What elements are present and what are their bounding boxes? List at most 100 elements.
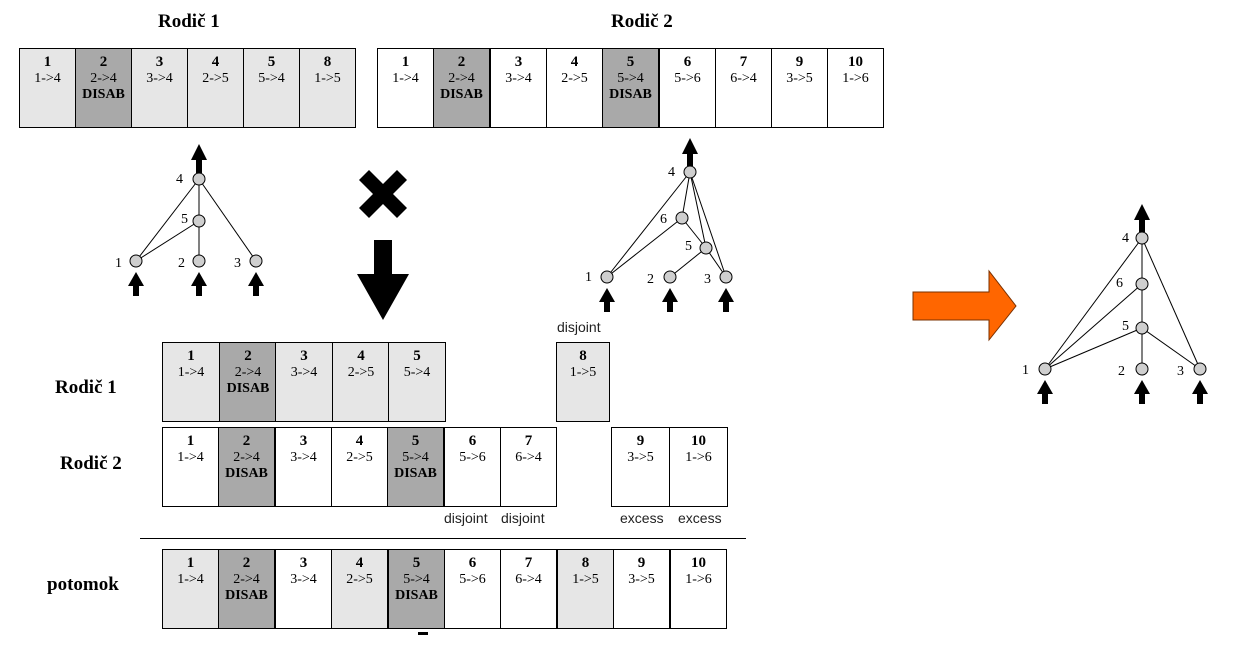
gene-connection: 2->4 <box>90 71 117 86</box>
gene-innovation: 8 <box>579 348 587 364</box>
gene-connection: 1->4 <box>392 71 419 86</box>
divider <box>140 538 746 539</box>
node-label: 1 <box>115 256 122 271</box>
gene-innovation: 2 <box>457 54 466 70</box>
gene-connection: 2->4 <box>233 450 260 465</box>
gene-connection: 5->4 <box>258 71 285 86</box>
right-arrow-icon <box>912 269 1017 342</box>
aligned-parent1-label: Rodič 1 <box>55 377 117 398</box>
gene-innovation: 1 <box>401 54 410 70</box>
down-arrow-icon <box>357 240 409 320</box>
gene-connection: 5->4 <box>617 71 644 86</box>
gene-connection: 2->5 <box>346 450 373 465</box>
gene-connection: 1->5 <box>569 365 597 380</box>
gene-connection: 3->4 <box>290 450 317 465</box>
gene-innovation: 6 <box>468 433 477 449</box>
gene-connection: 2->4 <box>234 365 262 380</box>
gene-connection: 5->4 <box>403 572 430 587</box>
gene-innovation: 3 <box>514 54 523 70</box>
gene-innovation: 3 <box>155 54 164 70</box>
gene-connection: 2->5 <box>202 71 229 86</box>
gene-connection: 1->4 <box>177 572 204 587</box>
gene-innovation: 6 <box>683 54 692 70</box>
gene-innovation: 4 <box>355 433 364 449</box>
cross-mark-icon <box>359 170 407 218</box>
gene-innovation: 5 <box>412 555 421 571</box>
gene-disabled-flag: DISAB <box>395 588 438 603</box>
gene-innovation: 3 <box>299 555 308 571</box>
gene-innovation: 4 <box>211 54 220 70</box>
gene-connection: 3->4 <box>146 71 173 86</box>
disjoint-label: disjoint <box>557 319 601 335</box>
parent2-title: Rodič 2 <box>611 11 673 32</box>
gene-innovation: 8 <box>581 555 590 571</box>
gene-connection: 2->4 <box>448 71 475 86</box>
gene-innovation: 10 <box>691 433 706 449</box>
gene-connection: 2->5 <box>346 572 373 587</box>
gene-connection: 5->4 <box>402 450 429 465</box>
gene-innovation: 8 <box>323 54 332 70</box>
gene-innovation: 3 <box>300 348 308 364</box>
gene-innovation: 10 <box>691 555 706 571</box>
gene-connection: 1->4 <box>177 450 204 465</box>
node-label: 1 <box>1022 363 1029 378</box>
excess-label: excess <box>620 510 664 526</box>
node-label: 3 <box>234 256 241 271</box>
node-label: 3 <box>1177 364 1184 379</box>
gene-disabled-flag: DISAB <box>226 381 270 396</box>
gene-innovation: 5 <box>626 54 635 70</box>
gene-innovation: 9 <box>636 433 645 449</box>
gene-innovation: 7 <box>524 555 533 571</box>
node-label: 5 <box>1122 319 1129 334</box>
gene-innovation: 9 <box>795 54 804 70</box>
gene-innovation: 6 <box>468 555 477 571</box>
gene-connection: 2->5 <box>561 71 588 86</box>
node-label: 2 <box>647 272 654 287</box>
node-label: 2 <box>1118 364 1125 379</box>
node-label: 5 <box>181 212 188 227</box>
gene-connection: 3->4 <box>290 365 318 380</box>
gene-connection: 3->5 <box>786 71 813 86</box>
gene-connection: 5->4 <box>403 365 431 380</box>
gene-connection: 1->6 <box>685 450 712 465</box>
gene-connection: 2->4 <box>233 572 260 587</box>
offspring-network: 4 6 5 1 2 3 <box>1022 204 1208 404</box>
gene-innovation: 2 <box>99 54 108 70</box>
gene-connection: 6->4 <box>515 450 542 465</box>
gene-innovation: 4 <box>357 348 365 364</box>
node-label: 4 <box>1122 231 1129 246</box>
gene-disabled-flag: DISAB <box>394 466 437 481</box>
gene-connection: 1->5 <box>572 572 599 587</box>
gene-innovation: 5 <box>411 433 420 449</box>
gene-disabled-flag: DISAB <box>440 87 483 102</box>
gene-connection: 3->4 <box>290 572 317 587</box>
gene-disabled-flag: DISAB <box>225 588 268 603</box>
